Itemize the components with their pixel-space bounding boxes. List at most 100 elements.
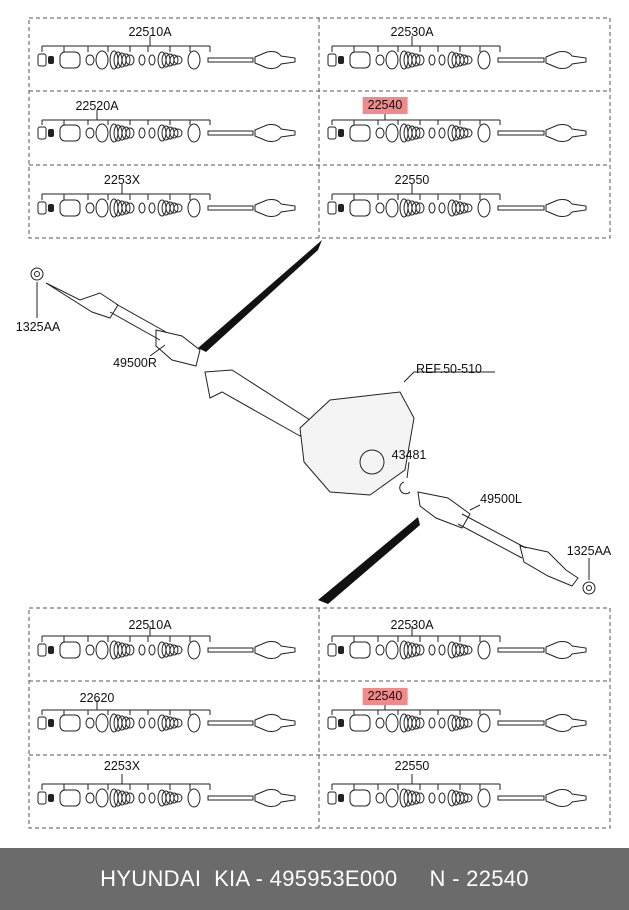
shaft-left-leader — [149, 344, 166, 357]
bottom-row-1-left-boot2-fold-4 — [173, 718, 183, 728]
top-row-0-left — [37, 36, 296, 70]
bottom-row-0-right-boot2-fold-3 — [459, 644, 469, 656]
footer-bar: HYUNDAI KIA - 495953E000 N - 22540 — [0, 848, 629, 910]
bottom-row-0-right-outer-joint — [545, 641, 587, 659]
top-row-0-right-clip — [338, 56, 344, 64]
left-inner-boot — [155, 329, 201, 367]
bottom-cell-3-label: 22620 — [79, 691, 115, 705]
shaft-left-label: 49500R — [113, 356, 157, 370]
nut-right — [582, 581, 596, 595]
top-row-2-left-ring-b — [95, 198, 109, 218]
bottom-row-0-right-ring-a — [375, 644, 385, 656]
top-row-1-right-boot-fold-4 — [415, 127, 425, 139]
bottom-cell-1-label: 22510A — [128, 618, 172, 632]
top-row-2-right-shaft — [497, 205, 545, 211]
top-row-0-right-housing — [349, 51, 371, 69]
shaft-right-leader — [469, 504, 481, 511]
bottom-row-2-right-ring-b — [385, 788, 399, 808]
top-row-1-right-shaft — [497, 130, 545, 136]
bottom-group-frame — [28, 607, 611, 829]
bottom-row-0-right-cap — [327, 643, 337, 657]
bottom-row-1-left-outer-joint — [254, 714, 296, 732]
top-row-0-right-boot2-fold-3 — [459, 54, 469, 66]
top-row-1-left-band-b — [148, 127, 156, 139]
bottom-row-1-right-band-b — [438, 717, 446, 729]
top-row-1-right-ring-a — [375, 127, 385, 139]
bottom-row-1-left-ring-b — [95, 713, 109, 733]
shaft-right-label: 49500L — [480, 492, 522, 506]
top-row-0-right-cap — [327, 53, 337, 67]
bottom-row-0-left-ring-a — [85, 644, 95, 656]
top-row-0-left-band-b — [148, 54, 156, 66]
bottom-row-2-left-cap — [37, 791, 47, 805]
right-inner-boot — [417, 491, 471, 529]
bottom-row-0-right — [327, 626, 587, 660]
bottom-row-2-right-outer-joint — [545, 789, 587, 807]
bottom-row-0-left-boot2-fold-3 — [169, 644, 179, 656]
bottom-group — [28, 607, 611, 829]
bottom-row-2-left-outer-joint — [254, 789, 296, 807]
axle-assembly — [30, 240, 596, 604]
differential-port — [359, 449, 385, 475]
bottom-cell-6-label: 22550 — [394, 759, 430, 773]
propeller-shaft — [204, 369, 311, 437]
bottom-row-1-left-band-b — [148, 717, 156, 729]
differential-housing — [299, 391, 415, 496]
bottom-row-2-right — [327, 774, 587, 808]
top-row-2-right-boot-fold-3 — [411, 201, 421, 215]
bottom-cell-2-label: 22530A — [390, 618, 434, 632]
bottom-row-2-right-boot-fold-3 — [411, 791, 421, 805]
bottom-row-0-right-ring-b — [385, 640, 399, 660]
bottom-row-0-left-cap — [37, 643, 47, 657]
top-row-2-left-clip — [48, 204, 54, 212]
diagram-drawing — [28, 17, 611, 829]
bottom-row-0-right-boot-fold-3 — [411, 643, 421, 657]
top-row-2-right — [327, 184, 587, 218]
bottom-row-2-left-clip — [48, 794, 54, 802]
callout-wedge-bottom — [318, 517, 420, 604]
top-row-0-right — [327, 36, 587, 70]
bottom-row-1-right-ring-a — [375, 717, 385, 729]
top-row-0-left-cap — [37, 53, 47, 67]
ref-label: REF.50-510 — [416, 362, 483, 376]
bottom-row-1-right-cap — [327, 716, 337, 730]
bottom-cell-4-label-highlighted: 22540 — [362, 688, 408, 705]
parts-diagram: 22510A 22530A 22520A 22540 2253X 22550 2… — [15, 17, 612, 829]
top-row-2-right-cap — [327, 201, 337, 215]
bottom-row-0-left-boot-fold-3 — [121, 643, 131, 657]
bottom-row-1-right-housing — [349, 714, 371, 732]
left-shaft-line-a — [109, 311, 161, 341]
bottom-row-0-right-ring-c — [477, 640, 491, 660]
bottom-row-1-right-band-a — [428, 717, 436, 729]
top-row-0-right-band-a — [428, 54, 436, 66]
top-row-2-left-boot-fold-3 — [121, 201, 131, 215]
top-row-1-left-ring-c — [187, 123, 201, 143]
top-row-0-left-ring-a — [85, 54, 95, 66]
top-row-1-right-boot2-fold-4 — [463, 128, 473, 138]
nut-left — [30, 267, 44, 281]
bottom-row-0-left-ring-c — [187, 640, 201, 660]
top-row-2-left-housing — [59, 199, 81, 217]
bottom-row-1-left-boot-fold-4 — [125, 717, 135, 729]
top-row-1-left-boot2-fold-4 — [173, 128, 183, 138]
top-row-1-right — [327, 110, 587, 143]
bottom-row-0-left-shaft — [207, 647, 254, 653]
bottom-row-1-right-outer-joint — [545, 714, 587, 732]
bottom-row-2-right-boot2-fold-3 — [459, 792, 469, 804]
top-row-1-left-cap — [37, 126, 47, 140]
bottom-row-1-right-boot-fold-4 — [415, 717, 425, 729]
top-row-0-left-boot-fold-4 — [125, 54, 135, 66]
nut-left-label: 1325AA — [15, 320, 61, 334]
top-row-1-right-ring-b — [385, 123, 399, 143]
nut-right-label: 1325AA — [566, 544, 612, 558]
top-row-2-left-band-b — [148, 202, 156, 214]
top-group — [28, 17, 611, 239]
bottom-row-1-left-ring-a — [85, 717, 95, 729]
top-row-0-left-shaft — [207, 57, 254, 63]
top-row-0-right-boot-fold-4 — [415, 54, 425, 66]
bottom-row-2-right-ring-c — [477, 788, 491, 808]
top-row-1-left-housing — [59, 124, 81, 142]
bottom-row-2-right-boot2-fold-4 — [463, 793, 473, 803]
top-row-1-left-ring-b — [95, 123, 109, 143]
top-row-0-left-ring-b — [95, 50, 109, 70]
